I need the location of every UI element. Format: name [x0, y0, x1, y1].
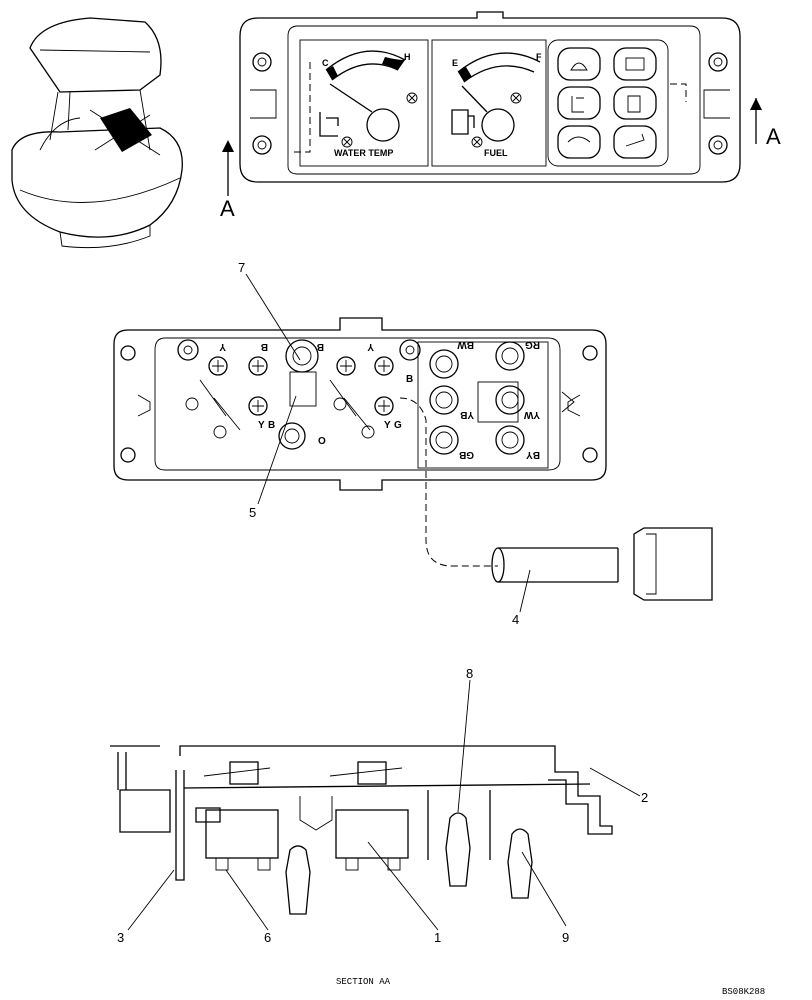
- leader-3: [127, 869, 175, 931]
- section-marker-left: [222, 140, 234, 196]
- callout-6: 6: [264, 930, 271, 945]
- leader-7: [245, 273, 301, 361]
- wire-code: BY: [526, 449, 540, 460]
- wire-code: YB: [460, 409, 474, 420]
- machine-locator-view: [11, 17, 183, 249]
- wire-code: BW: [457, 339, 474, 350]
- oil-pressure-lamp-icon: [557, 47, 601, 81]
- wire-code: Y: [258, 420, 265, 431]
- wire-code: RG: [525, 339, 540, 350]
- wire-code: O: [318, 436, 326, 447]
- callout-8: 8: [466, 666, 473, 681]
- wire-code: B: [261, 341, 268, 352]
- battery-charge-lamp-icon: [613, 47, 657, 81]
- air-filter-lamp-icon: [557, 125, 601, 159]
- wire-code: GB: [459, 449, 474, 460]
- fuel-level-lamp-icon: [613, 86, 657, 120]
- section-marker-left-label: A: [220, 196, 235, 221]
- wire-code: B: [406, 374, 413, 385]
- hydraulic-lamp-icon: [613, 125, 657, 159]
- drawing-id: BS08K288: [722, 987, 765, 997]
- leader-6: [225, 869, 269, 931]
- wire-code-labels: Y B Y B B Y B Y G O BW RG YB YW GB BY: [219, 339, 540, 460]
- section-aa-view: [110, 745, 613, 915]
- callout-5: 5: [249, 505, 256, 520]
- callout-3: 3: [117, 930, 124, 945]
- fuel-full-mark: F: [536, 52, 542, 62]
- wire-code: Y: [384, 420, 391, 431]
- wire-code: G: [394, 420, 402, 431]
- wire-code: YW: [523, 409, 540, 420]
- leader-9: [521, 851, 567, 927]
- water-temp-hot-mark: H: [404, 52, 411, 62]
- callout-1: 1: [434, 930, 441, 945]
- harness-connector: [491, 527, 713, 601]
- instrument-panel-front-view: [239, 11, 741, 183]
- callout-4: 4: [512, 612, 519, 627]
- wire-code: B: [317, 341, 324, 352]
- callout-7: 7: [238, 260, 245, 275]
- callout-2: 2: [641, 790, 648, 805]
- instrument-panel-rear-view: [113, 317, 607, 567]
- water-temp-label: WATER TEMP: [334, 148, 393, 158]
- coolant-temp-lamp-icon: [557, 86, 601, 120]
- leader-5: [257, 395, 297, 505]
- leader-8: [457, 679, 471, 813]
- water-temp-cold-mark: C: [322, 58, 329, 68]
- leader-2: [589, 767, 641, 797]
- section-caption: SECTION AA: [336, 977, 391, 987]
- callout-9: 9: [562, 930, 569, 945]
- leader-4: [519, 569, 531, 613]
- warning-lamp-cluster: [557, 47, 657, 159]
- wire-code: Y: [219, 341, 226, 352]
- section-marker-right: [750, 98, 762, 144]
- callout-numbers: 1 2 3 4 5 6 7 8 9: [117, 260, 648, 945]
- leader-lines: [127, 273, 641, 931]
- wire-code: B: [268, 420, 275, 431]
- fuel-label: FUEL: [484, 148, 508, 158]
- fuel-empty-mark: E: [452, 58, 458, 68]
- wire-code: Y: [367, 341, 374, 352]
- section-marker-right-label: A: [766, 124, 781, 149]
- leader-1: [367, 841, 439, 931]
